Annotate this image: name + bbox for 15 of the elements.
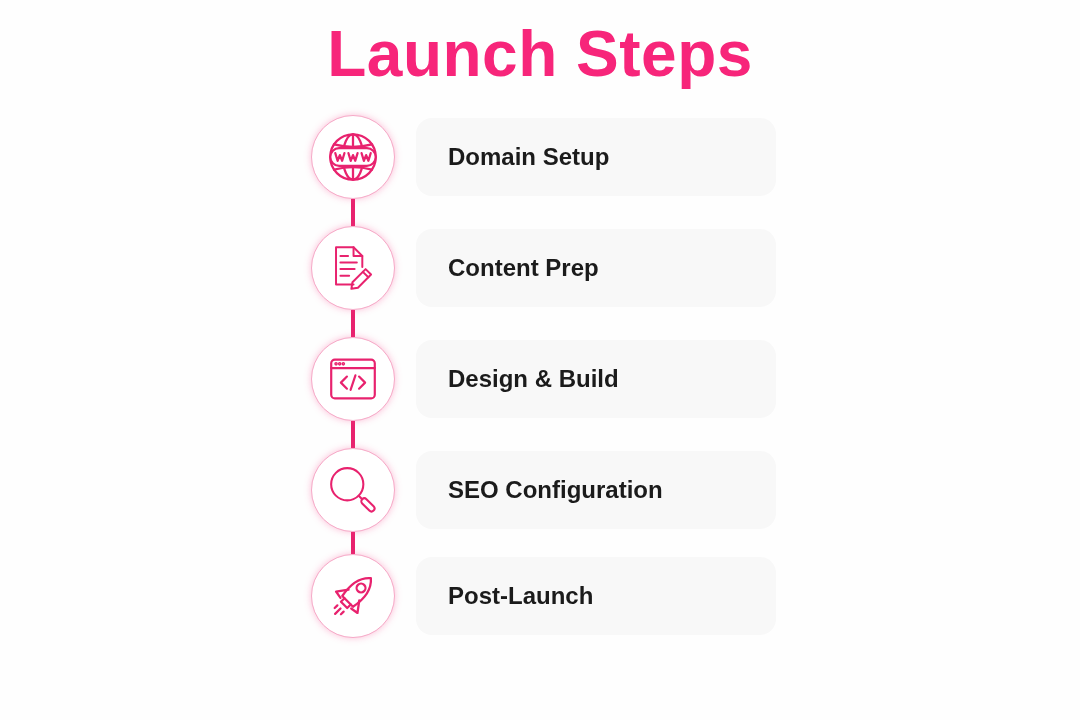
step-circle	[311, 448, 395, 532]
step-label: SEO Configuration	[448, 475, 664, 505]
connector-line	[351, 310, 355, 337]
step-label: Post-Launch	[448, 581, 595, 611]
step-circle	[311, 554, 395, 638]
step-label: Content Prep	[448, 253, 600, 283]
diagram-title: Launch Steps	[327, 17, 753, 92]
step-label: Domain Setup	[448, 142, 611, 172]
connector-line	[351, 532, 355, 554]
connector-line	[351, 199, 355, 226]
step-label: Design & Build	[448, 364, 620, 394]
connector-line	[351, 421, 355, 448]
step-circle	[311, 115, 395, 199]
step-circle	[311, 337, 395, 421]
step-circle	[311, 226, 395, 310]
